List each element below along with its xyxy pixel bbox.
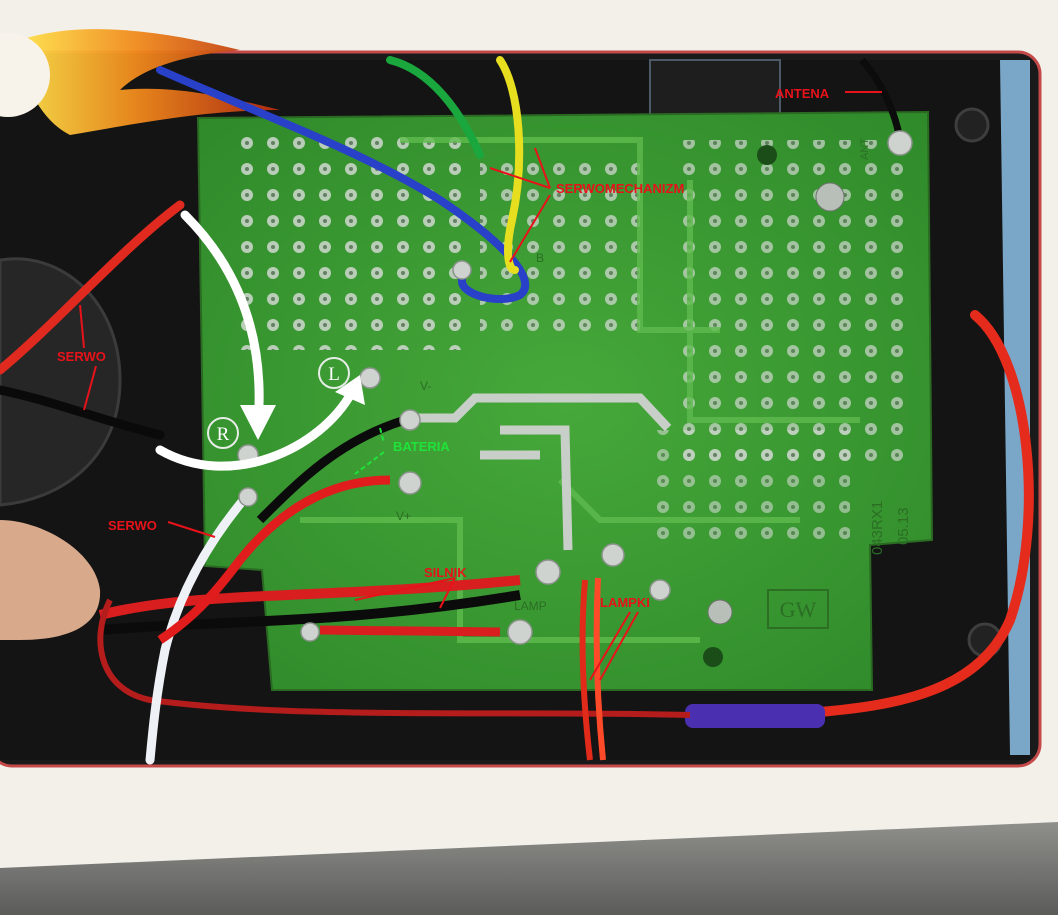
red-loop-left	[97, 598, 691, 718]
white-arrow-l	[155, 387, 357, 471]
label-lampki: LAMPKI	[600, 595, 650, 610]
silver-trace	[415, 393, 672, 551]
label-serwomechanizm: SERWOMECHANIZM	[556, 181, 685, 196]
screw-bottom	[707, 599, 733, 625]
gw-mark: GW	[780, 597, 817, 622]
servo-white-wire	[145, 493, 250, 765]
servo-red-wire	[0, 200, 185, 375]
gw-box	[767, 589, 829, 629]
bateria-pointer	[354, 427, 385, 475]
v-minus-mark: V-	[420, 379, 431, 393]
screw-top	[815, 182, 845, 212]
b-mark: B	[536, 251, 544, 265]
servo-black-wire	[0, 385, 165, 440]
case-screw-right	[954, 107, 990, 143]
l-mark: L	[328, 364, 340, 385]
code-mark: 043RX1	[869, 501, 886, 555]
label-antena: ANTENA	[775, 86, 830, 101]
blue-wire	[156, 66, 530, 303]
pads-region-right	[670, 140, 910, 470]
flame-decoration	[0, 29, 280, 136]
floor-strip	[0, 822, 1058, 915]
date-mark: 05.13	[895, 507, 912, 545]
red-loop-wire	[815, 310, 1034, 717]
v-plus-mark: V+	[396, 509, 411, 523]
white-arrow-r-head	[240, 405, 276, 440]
motor-red-wire	[98, 575, 521, 620]
motor-red-wire-2	[319, 625, 501, 637]
label-bateria: BATERIA	[393, 439, 450, 454]
purple-sleeve	[685, 704, 825, 728]
label-serwo-bottom: SERWO	[108, 518, 157, 533]
finger	[0, 520, 101, 640]
label-serwo-left: SERWO	[57, 349, 106, 364]
r-mark: R	[217, 424, 230, 445]
l-circle	[318, 357, 350, 389]
lamp-red-wire-1	[579, 579, 593, 761]
annotation-lines	[79, 91, 882, 681]
label-silnik: SILNIK	[424, 565, 467, 580]
battery-black-wire	[256, 415, 407, 524]
green-wire	[386, 56, 484, 159]
pads-region-bottom	[650, 430, 850, 550]
motor-black-wire	[99, 590, 521, 635]
r-circle	[207, 417, 239, 449]
mount-hole-top	[757, 145, 777, 165]
white-arrow-r	[180, 210, 264, 430]
solder-joints	[237, 130, 913, 645]
motor-housing	[0, 257, 122, 507]
case-slot-top	[649, 59, 781, 121]
mount-hole-bottom	[703, 647, 723, 667]
pads-region-left	[240, 130, 470, 350]
battery-red-wire	[157, 475, 391, 644]
yellow-wire	[496, 56, 524, 274]
ant-mark: ANT	[859, 138, 871, 160]
white-arrow-l-head	[335, 375, 365, 405]
lamp-mark: LAMP	[514, 599, 547, 613]
